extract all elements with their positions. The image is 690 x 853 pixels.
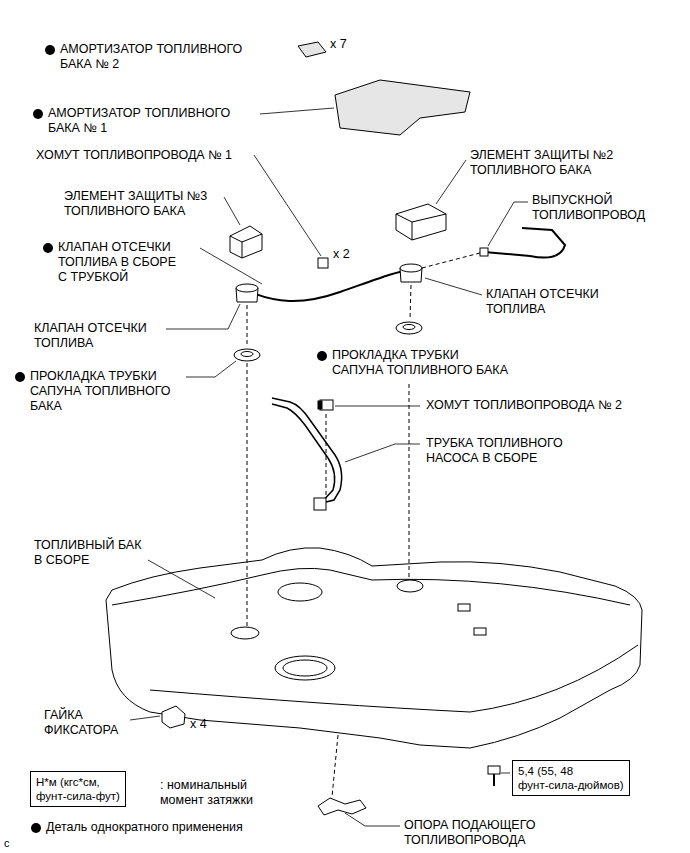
legend-text: : номинальный момент затяжки: [160, 778, 253, 808]
part-label: ПРОКЛАДКА ТРУБКИ САПУНА ТОПЛИВНОГО БАКА: [30, 369, 171, 414]
torque-box: Н*м (кгс*см, фунт-сила-фут): [30, 771, 126, 807]
part-label: ВЫПУСКНОЙ ТОПЛИВОПРОВОД: [532, 193, 645, 223]
torque-text: Н*м (кгс*см, фунт-сила-фут): [36, 775, 120, 803]
part-label: АМОРТИЗАТОР ТОПЛИВНОГО БАКА № 1: [48, 106, 230, 136]
part-label: ТРУБКА ТОПЛИВНОГО НАСОСА В СБОРЕ: [426, 436, 563, 466]
part-label: ЭЛЕМЕНТ ЗАЩИТЫ №2 ТОПЛИВНОГО БАКА: [470, 148, 613, 178]
part-label: ГАЙКА ФИКСАТОРА: [44, 708, 118, 738]
part-label: ОПОРА ПОДАЮЩЕГО ТОПЛИВОПРОВОДА: [404, 818, 535, 848]
leader-lines: [130, 108, 528, 826]
part-label: ЭЛЕМЕНТ ЗАЩИТЫ №3 ТОПЛИВНОГО БАКА: [64, 189, 207, 219]
part-label: ХОМУТ ТОПЛИВОПРОВОДА № 1: [36, 148, 232, 163]
part-label: КЛАПАН ОТСЕЧКИ ТОПЛИВА: [34, 321, 147, 351]
torque-box: 5,4 (55, 48 фунт-сила-дюймов): [512, 760, 630, 796]
part-label: ХОМУТ ТОПЛИВОПРОВОДА № 2: [426, 398, 622, 413]
part-label: АМОРТИЗАТОР ТОПЛИВНОГО БАКА № 2: [60, 42, 242, 72]
part-label: КЛАПАН ОТСЕЧКИ ТОПЛИВА: [486, 287, 599, 317]
legend-text: Деталь однократного применения: [46, 820, 243, 835]
part-label: ПРОКЛАДКА ТРУБКИ САПУНА ТОПЛИВНОГО БАКА: [332, 348, 508, 378]
part-label: x 2: [333, 247, 350, 262]
torque-text: 5,4 (55, 48 фунт-сила-дюймов): [518, 764, 624, 792]
part-label: КЛАПАН ОТСЕЧКИ ТОПЛИВА В СБОРЕ С ТРУБКОЙ: [58, 240, 176, 285]
part-label: x 4: [190, 717, 207, 732]
part-label: x 7: [330, 37, 347, 52]
part-label: c: [4, 836, 10, 851]
part-label: ТОПЛИВНЫЙ БАК В СБОРЕ: [34, 538, 141, 568]
assembly-dashes: [247, 253, 480, 797]
